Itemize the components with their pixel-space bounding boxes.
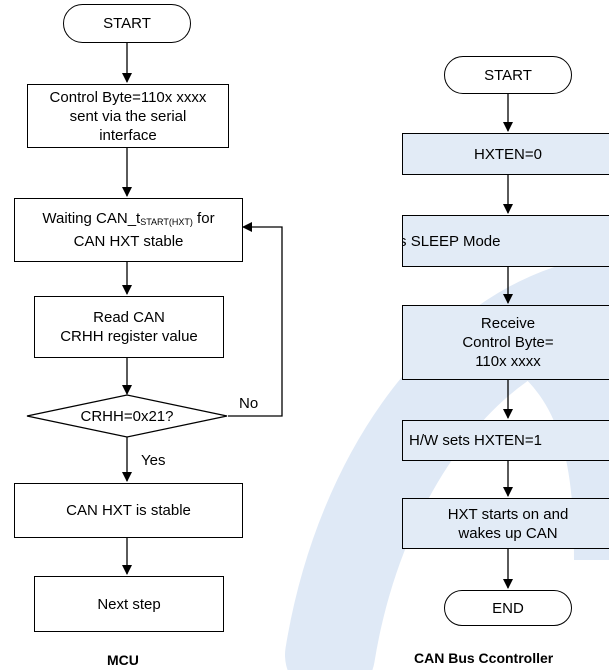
- can-end-terminal: END: [444, 590, 572, 626]
- mcu-send-control-byte-box: Control Byte=110x xxxx sent via the seri…: [27, 84, 229, 148]
- mcu-wait-suffix: for: [192, 210, 215, 227]
- can-receive-box: Receive Control Byte= 110x xxxx: [402, 305, 609, 380]
- mcu-next-step-box: Next step: [34, 576, 224, 632]
- can-caption: CAN Bus Ccontroller: [414, 650, 554, 666]
- can-sets-hxten-box: H/W sets HXTEN=1: [402, 420, 609, 461]
- decision-diamond: [26, 394, 228, 438]
- mcu-send-control-byte-label: Control Byte=110x xxxx sent via the seri…: [49, 88, 207, 144]
- mcu-wait-line2: CAN HXT stable: [73, 233, 184, 250]
- mcu-wait-prefix: Waiting CAN_t: [42, 210, 141, 227]
- can-receive-label: Receive Control Byte= 110x xxxx: [462, 315, 554, 370]
- mcu-read-register-box: Read CAN CRHH register value: [34, 296, 224, 358]
- mcu-wait-subscript: START(HXT): [140, 217, 193, 227]
- yes-branch-label: Yes: [141, 452, 166, 469]
- mcu-wait-box: Waiting CAN_tSTART(HXT) for CAN HXT stab…: [14, 198, 243, 262]
- mcu-stable-box: CAN HXT is stable: [14, 483, 243, 538]
- can-sleep-box: CAN enters SLEEP Mode: [402, 215, 609, 267]
- mcu-caption: MCU: [107, 652, 139, 668]
- can-hxten0-box: HXTEN=0: [402, 133, 609, 175]
- mcu-start-terminal: START: [63, 4, 191, 43]
- no-branch-label: No: [239, 395, 259, 412]
- can-wakes-label: HXT starts on and wakes up CAN: [447, 505, 569, 542]
- mcu-read-register-label: Read CAN CRHH register value: [60, 309, 198, 345]
- can-sleep-label: CAN enters SLEEP Mode: [403, 232, 501, 250]
- can-wakes-box: HXT starts on and wakes up CAN: [402, 498, 609, 549]
- can-hxten0-label: HXTEN=0: [474, 145, 542, 163]
- mcu-stable-label: CAN HXT is stable: [66, 502, 191, 519]
- can-start-label: START: [484, 66, 532, 84]
- mcu-next-step-label: Next step: [97, 595, 161, 613]
- mcu-decision-label: CRHH=0x21?: [80, 407, 174, 425]
- mcu-start-label: START: [103, 15, 151, 32]
- can-sets-hxten-label: H/W sets HXTEN=1: [409, 432, 542, 449]
- can-start-terminal: START: [444, 56, 572, 94]
- can-end-label: END: [492, 599, 524, 617]
- mcu-wait-label: Waiting CAN_tSTART(HXT) for CAN HXT stab…: [42, 209, 214, 251]
